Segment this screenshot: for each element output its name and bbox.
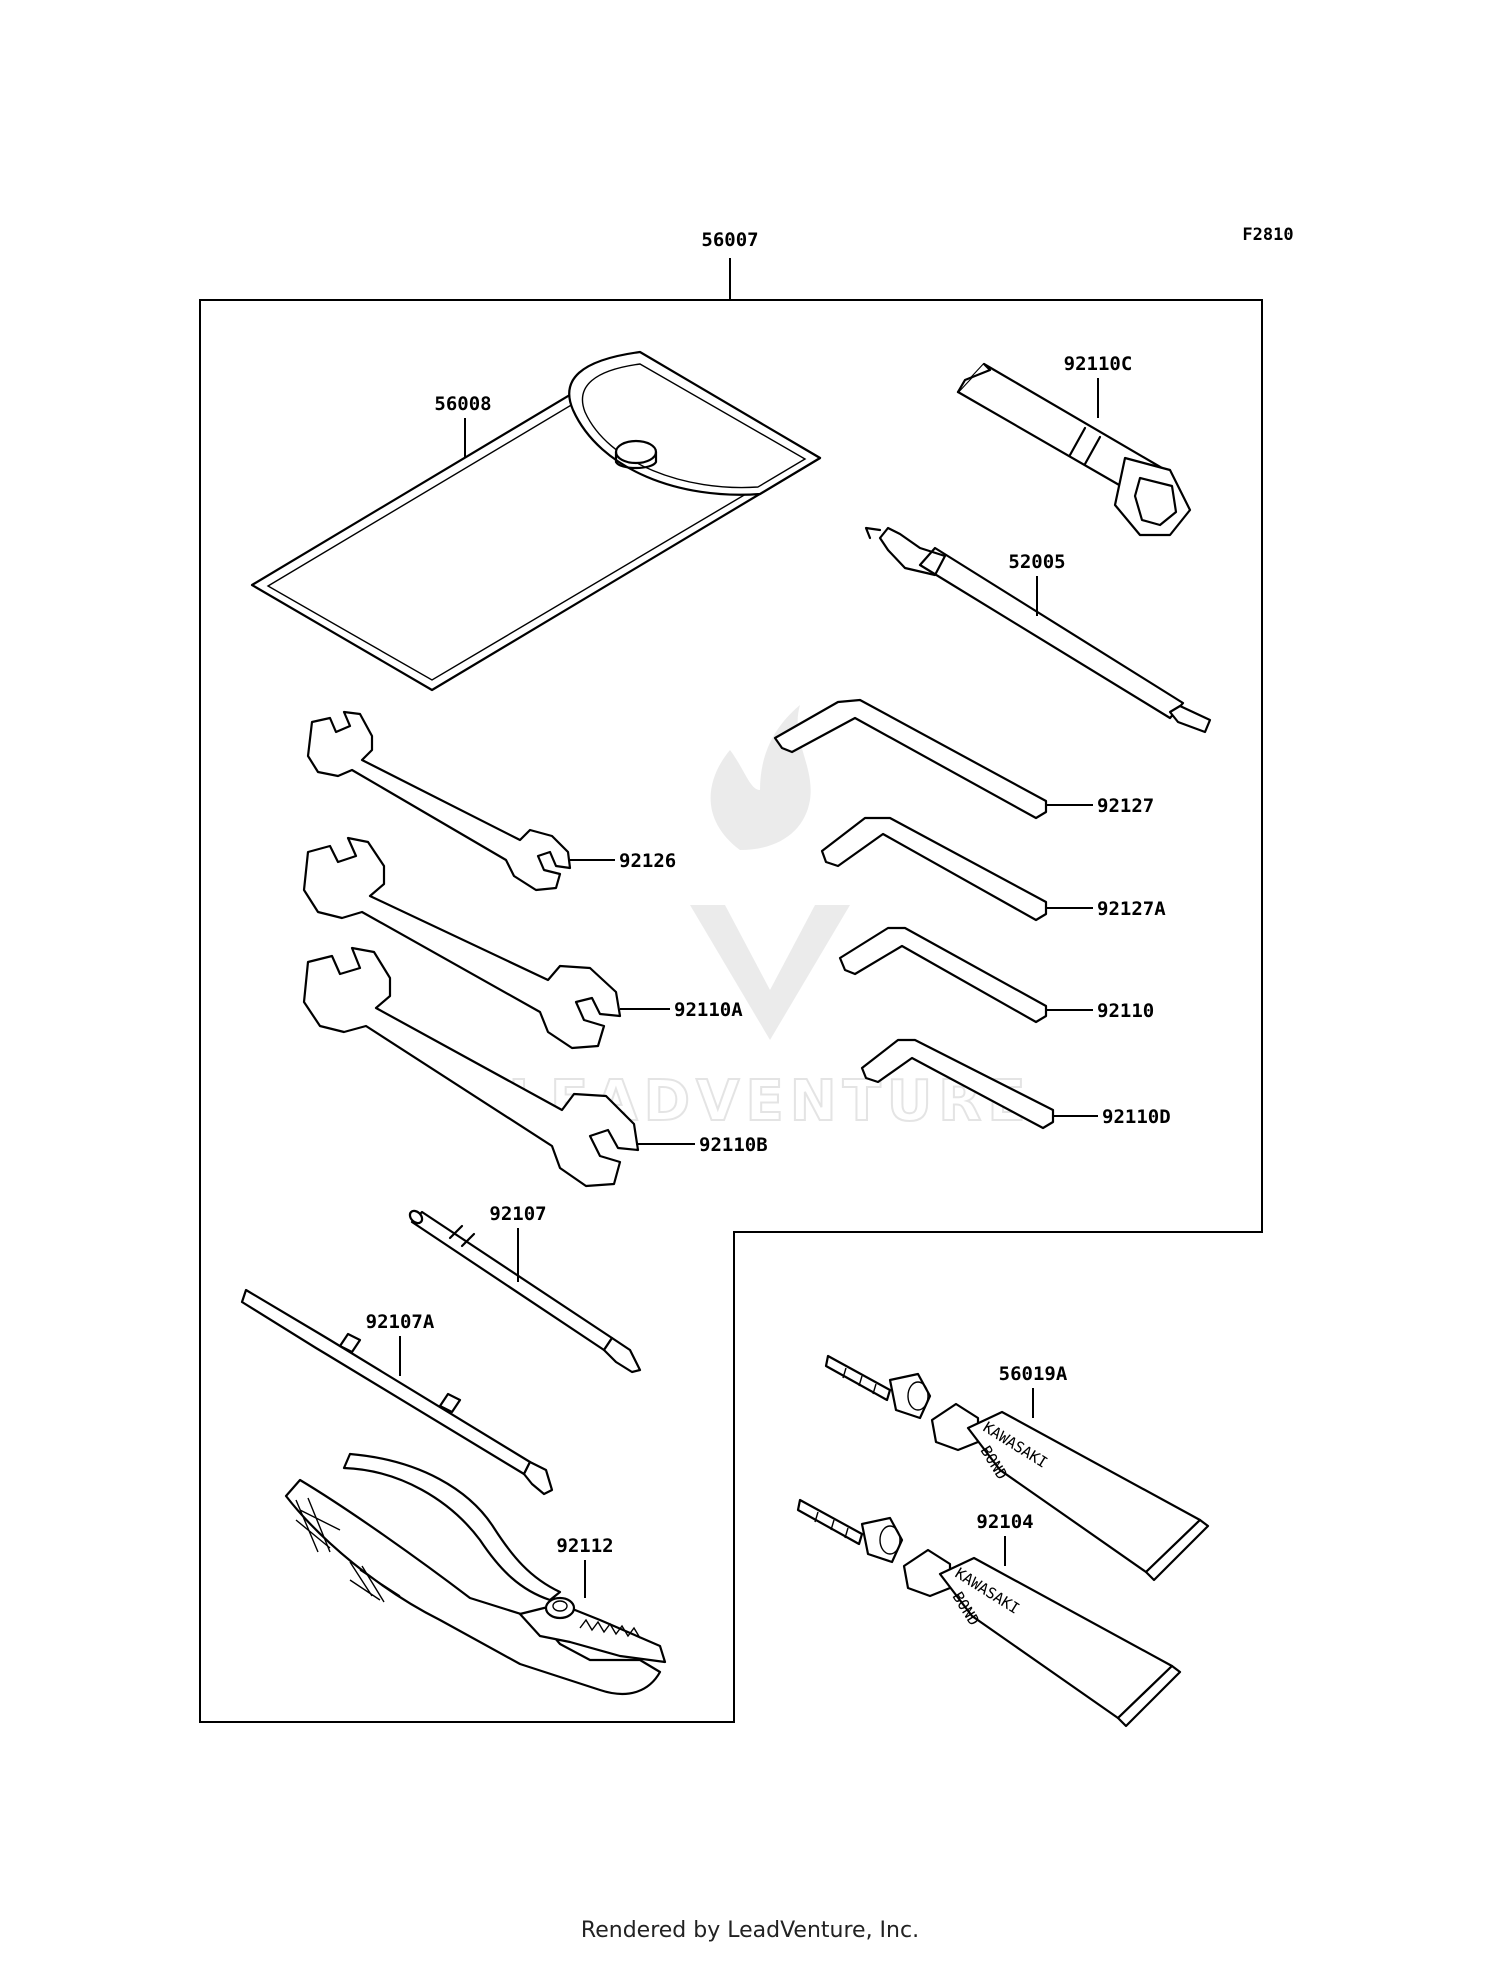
label-kit: 56007 — [701, 229, 758, 251]
label-pliers: 92112 — [556, 1535, 613, 1557]
bond-tube-56019A: KAWASAKI BOND — [824, 1354, 1210, 1582]
screwdriver-bit-92107A — [240, 1288, 554, 1496]
hex-key-92127 — [773, 698, 1048, 820]
wrench-92110A — [302, 836, 622, 1050]
label-screwdriver-2: 92107A — [366, 1311, 435, 1333]
figure-code: F2810 — [1242, 225, 1293, 245]
tool-case — [250, 350, 822, 692]
hex-key-92110D — [860, 1038, 1055, 1130]
label-hex-key-3: 92110 — [1097, 1000, 1154, 1022]
screwdriver-handle — [864, 526, 1212, 734]
label-bond-2: 92104 — [976, 1511, 1033, 1533]
label-hex-key-4: 92110D — [1102, 1106, 1171, 1128]
label-hex-key-2: 92127A — [1097, 898, 1166, 920]
pliers — [284, 1452, 667, 1695]
bond-tube-92104: KAWASAKI BOND — [796, 1498, 1182, 1728]
hex-key-92110 — [838, 926, 1048, 1024]
kit-boundary — [199, 299, 1263, 1723]
label-wrench-2: 92110A — [674, 999, 743, 1021]
label-wrench-3: 92110B — [699, 1134, 768, 1156]
hex-key-92127A — [820, 816, 1048, 922]
wrench-92126 — [306, 710, 572, 892]
footer-credit: Rendered by LeadVenture, Inc. — [580, 1918, 920, 1943]
wrench-92110B — [302, 946, 640, 1188]
label-bond-1: 56019A — [999, 1363, 1068, 1385]
label-plug-wrench: 92110C — [1064, 353, 1133, 375]
label-screwdriver-1: 92107 — [489, 1203, 546, 1225]
plug-wrench — [956, 362, 1192, 537]
label-hex-key-1: 92127 — [1097, 795, 1154, 817]
screwdriver-bit-92107 — [408, 1209, 642, 1374]
label-handle: 52005 — [1008, 551, 1065, 573]
label-case: 56008 — [434, 393, 491, 415]
label-wrench-1: 92126 — [619, 850, 676, 872]
